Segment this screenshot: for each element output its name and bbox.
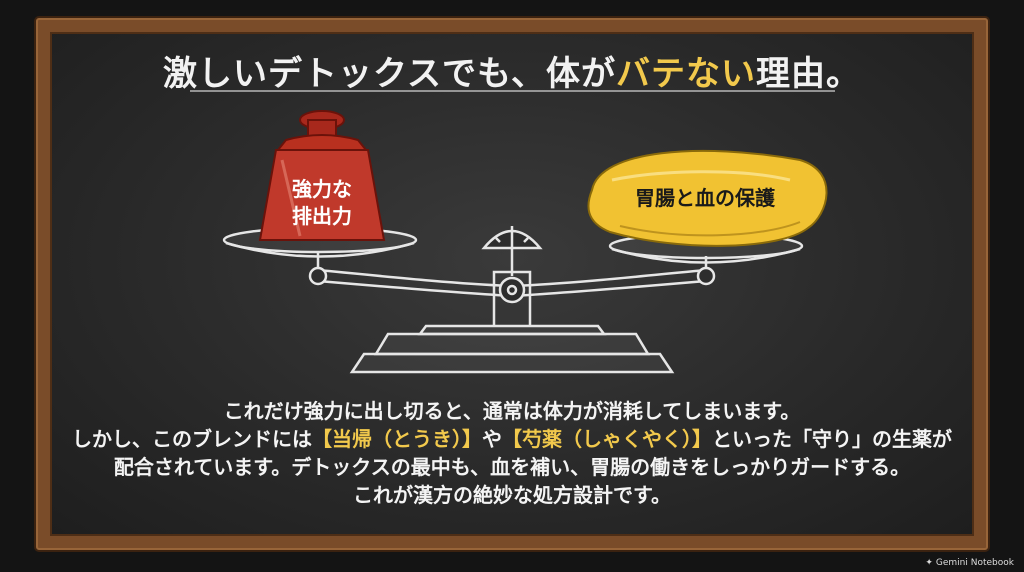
explanation-line-3: 配合されています。デトックスの最中も、血を補い、胃腸の働きをしっかりガードする。 xyxy=(113,455,911,479)
explanation-text: これだけ強力に出し切ると、通常は体力が消耗してしまいます。 しかし、このブレンド… xyxy=(60,397,964,509)
title-part1: 激しいデトックスでも、体が xyxy=(163,54,616,94)
explanation-line-2: しかし、このブレンドには【当帰（とうき）】や【芍薬（しゃくやく）】といった「守り… xyxy=(60,425,964,453)
title-highlight: バテない xyxy=(615,54,756,94)
scale-beam xyxy=(308,252,716,304)
weight-label-line1: 強力な xyxy=(292,177,352,201)
page-title: 激しいデトックスでも、体がバテない理由。 xyxy=(0,46,1024,95)
herb-shakuyaku: 【芍薬（しゃくやく）】 xyxy=(502,427,712,451)
pillow-label: 胃腸と血の保護 xyxy=(635,186,775,210)
weight-label: 強力な 排出力 xyxy=(260,176,384,230)
herb-touki: 【当帰（とうき）】 xyxy=(312,427,482,451)
title-underline xyxy=(190,90,835,92)
title-part2: 理由。 xyxy=(755,54,861,94)
watermark-text: Gemini Notebook xyxy=(935,558,1014,568)
line2-text-b: や xyxy=(482,427,502,451)
weight-label-line2: 排出力 xyxy=(292,204,352,228)
watermark: ✦Gemini Notebook xyxy=(925,558,1014,568)
line2-text-a: しかし、このブレンドには xyxy=(72,427,312,451)
explanation-line-4: これが漢方の絶妙な処方設計です。 xyxy=(353,483,671,507)
yellow-pillow xyxy=(587,149,828,247)
explanation-line-1: これだけ強力に出し切ると、通常は体力が消耗してしまいます。 xyxy=(223,399,801,423)
red-weight xyxy=(258,110,386,241)
scale-dial xyxy=(481,226,543,276)
sparkle-icon: ✦ xyxy=(925,558,933,568)
line2-text-c: といった「守り」の生薬が xyxy=(712,427,952,451)
